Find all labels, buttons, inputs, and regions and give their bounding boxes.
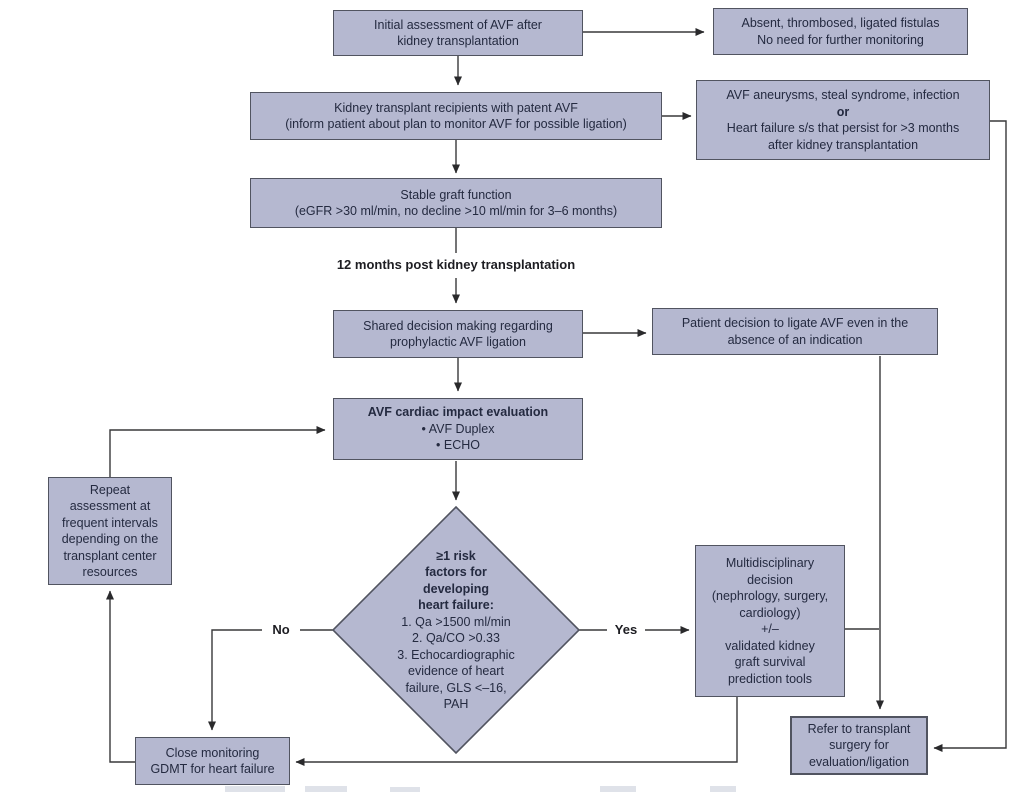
- node-patient-decision: Patient decision to ligate AVF even in t…: [652, 308, 938, 355]
- node-text: Refer to transplant: [807, 721, 911, 736]
- node-text: Initial assessment of AVF after: [374, 17, 542, 32]
- node-text: (eGFR >30 ml/min, no decline >10 ml/min …: [294, 204, 618, 218]
- node-bullet: • AVF Duplex: [421, 421, 495, 436]
- node-text: No need for further monitoring: [757, 32, 924, 47]
- no-branch-label: No: [262, 621, 300, 639]
- node-text: Shared decision making regarding: [363, 318, 553, 333]
- node-aneurysms-indications: AVF aneurysms, steal syndrome, infection…: [696, 80, 990, 160]
- node-bullet: • ECHO: [436, 438, 480, 453]
- node-recipients-patent-avf: Kidney transplant recipients with patent…: [250, 92, 662, 140]
- arrow-no-to-close: [208, 629, 333, 731]
- watermark-artifact: [600, 786, 636, 792]
- diamond-item: 3. Echocardiographic: [397, 647, 515, 662]
- diamond-title: heart failure:: [418, 598, 494, 612]
- diamond-title: ≥1 risk: [436, 548, 476, 563]
- node-text: Patient decision to ligate AVF even in t…: [681, 316, 909, 330]
- node-text: Close monitoring: [165, 745, 260, 760]
- watermark-artifact: [390, 787, 420, 792]
- diamond-item: PAH: [443, 697, 469, 711]
- node-text: transplant center: [63, 548, 157, 563]
- node-title: AVF cardiac impact evaluation: [367, 405, 549, 420]
- diamond-item: evidence of heart: [408, 664, 504, 678]
- node-text: evaluation/ligation: [808, 754, 910, 769]
- milestone-label: 12 months post kidney transplantation: [256, 256, 656, 274]
- node-text: (inform patient about plan to monitor AV…: [285, 117, 627, 131]
- node-text: kidney transplantation: [397, 34, 519, 48]
- node-text: +/–: [761, 622, 779, 636]
- node-text: AVF aneurysms, steal syndrome, infection: [726, 88, 960, 102]
- node-repeat-assessment: Repeat assessment at frequent intervals …: [48, 477, 172, 585]
- node-text: surgery for: [829, 738, 889, 753]
- node-absent-fistulas: Absent, thrombosed, ligated fistulas No …: [713, 8, 968, 55]
- watermark-artifact: [710, 786, 736, 792]
- node-risk-factors-diamond-text: ≥1 risk factors for developing heart fai…: [346, 541, 566, 719]
- node-text: cardiology): [739, 605, 801, 620]
- diamond-title: factors for: [425, 565, 487, 579]
- node-text: resources: [82, 565, 138, 579]
- node-text: (nephrology, surgery,: [711, 589, 829, 603]
- node-initial-assessment: Initial assessment of AVF after kidney t…: [333, 10, 583, 56]
- node-text: decision: [747, 572, 793, 587]
- node-text: graft survival: [734, 655, 806, 669]
- node-text: Repeat: [89, 482, 131, 497]
- diamond-item: 1. Qa >1500 ml/min: [401, 614, 511, 629]
- node-stable-graft: Stable graft function (eGFR >30 ml/min, …: [250, 178, 662, 228]
- node-text: frequent intervals: [62, 515, 158, 530]
- yes-branch-label: Yes: [607, 621, 645, 639]
- arrow-aneurysms-to-refer: [933, 120, 1007, 752]
- node-text: GDMT for heart failure: [150, 762, 275, 776]
- node-shared-decision: Shared decision making regarding prophyl…: [333, 310, 583, 358]
- arrow-repeat-to-cardiac: [109, 426, 326, 477]
- diamond-item: failure, GLS <–16,: [405, 680, 507, 695]
- node-text: validated kidney: [725, 638, 815, 653]
- node-text: Heart failure s/s that persist for >3 mo…: [726, 121, 960, 135]
- node-text: assessment at: [69, 499, 151, 513]
- diamond-item: 2. Qa/CO >0.33: [412, 631, 500, 645]
- watermark-artifact: [305, 786, 347, 792]
- node-refer-surgery: Refer to transplant surgery for evaluati…: [790, 716, 928, 775]
- node-text: prediction tools: [727, 671, 813, 686]
- node-text: absence of an indication: [727, 332, 863, 347]
- node-text: Absent, thrombosed, ligated fistulas: [741, 16, 940, 30]
- node-text: after kidney transplantation: [767, 137, 919, 152]
- node-text: Multidisciplinary: [725, 556, 815, 570]
- watermark-artifact: [225, 786, 285, 792]
- node-text: Stable graft function: [400, 187, 512, 202]
- node-text: prophylactic AVF ligation: [390, 335, 526, 349]
- node-text: depending on the: [61, 532, 159, 546]
- arrow-close-to-repeat: [106, 590, 135, 763]
- node-cardiac-evaluation: AVF cardiac impact evaluation • AVF Dupl…: [333, 398, 583, 460]
- node-text: Kidney transplant recipients with patent…: [334, 100, 578, 115]
- diamond-title: developing: [423, 581, 489, 596]
- node-multidisciplinary-decision: Multidisciplinary decision (nephrology, …: [695, 545, 845, 697]
- node-text-or: or: [836, 104, 850, 119]
- node-close-monitoring: Close monitoring GDMT for heart failure: [135, 737, 290, 785]
